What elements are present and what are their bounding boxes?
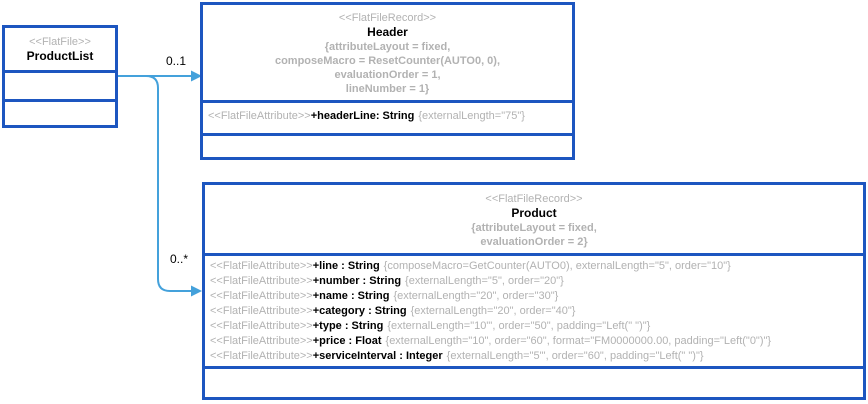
product-title-compartment: <<FlatFileRecord>> Product {attributeLay… [205, 185, 863, 253]
header-name: Header [367, 25, 408, 39]
productlist-attributes-compartment [5, 70, 115, 99]
productlist-stereotype: <<FlatFile>> [29, 36, 91, 48]
arrowhead-product-icon [191, 285, 202, 297]
attribute-row: <<FlatFileAttribute>>+serviceInterval : … [205, 349, 863, 364]
attribute-signature: +price : Float [312, 335, 382, 347]
productlist-name: ProductList [26, 49, 94, 63]
header-property-line: composeMacro = ResetCounter(AUTO0, 0), [274, 55, 501, 67]
attribute-row: <<FlatFileAttribute>>+name : String{exte… [205, 289, 863, 304]
attribute-signature: +type : String [312, 320, 384, 332]
attribute-row: <<FlatFileAttribute>>+line : String{comp… [205, 259, 863, 274]
productlist-operations-compartment [5, 99, 115, 125]
attribute-tagged-values: {externalLength="5", order="20"} [405, 275, 564, 287]
attribute-tagged-values: {composeMacro=GetCounter(AUTO0), externa… [383, 260, 731, 272]
header-attributes-compartment: <<FlatFileAttribute>>+headerLine: String… [203, 100, 572, 133]
header-property-line: evaluationOrder = 1, [334, 69, 441, 81]
product-attributes-compartment: <<FlatFileAttribute>>+line : String{comp… [205, 253, 863, 366]
attribute-stereotype: <<FlatFileAttribute>> [208, 110, 311, 122]
header-property-line: lineNumber = 1} [345, 83, 430, 95]
class-box-product[interactable]: <<FlatFileRecord>> Product {attributeLay… [202, 182, 866, 400]
arrowhead-header-icon [191, 70, 202, 82]
attribute-row: <<FlatFileAttribute>>+headerLine: String… [203, 109, 572, 124]
class-box-header[interactable]: <<FlatFileRecord>> Header {attributeLayo… [200, 2, 575, 160]
attribute-signature: +name : String [312, 290, 390, 302]
attribute-signature: +number : String [312, 275, 402, 287]
attribute-stereotype: <<FlatFileAttribute>> [210, 320, 313, 332]
header-operations-compartment [203, 133, 572, 157]
header-property-line: {attributeLayout = fixed, [324, 41, 451, 53]
attribute-stereotype: <<FlatFileAttribute>> [210, 290, 313, 302]
product-name: Product [511, 206, 557, 220]
header-stereotype: <<FlatFileRecord>> [338, 12, 437, 24]
attribute-tagged-values: {externalLength="75"} [418, 110, 525, 122]
attribute-stereotype: <<FlatFileAttribute>> [210, 335, 313, 347]
multiplicity-label-product: 0..* [170, 252, 189, 266]
attribute-row: <<FlatFileAttribute>>+number : String{ex… [205, 274, 863, 289]
attribute-row: <<FlatFileAttribute>>+category : String{… [205, 304, 863, 319]
attribute-signature: +line : String [312, 260, 380, 272]
product-property-line: {attributeLayout = fixed, [471, 222, 597, 234]
attribute-row: <<FlatFileAttribute>>+price : Float{exte… [205, 334, 863, 349]
header-title-compartment: <<FlatFileRecord>> Header {attributeLayo… [203, 5, 572, 100]
attribute-tagged-values: {externalLength="10", order="60", format… [385, 335, 772, 347]
attribute-tagged-values: {externalLength="20", order="30"} [393, 290, 559, 302]
product-stereotype: <<FlatFileRecord>> [485, 193, 583, 205]
productlist-title-compartment: <<FlatFile>> ProductList [5, 28, 115, 70]
attribute-stereotype: <<FlatFileAttribute>> [210, 260, 313, 272]
product-operations-compartment [205, 366, 863, 397]
product-property-line: evaluationOrder = 2} [480, 236, 588, 248]
multiplicity-label-header: 0..1 [166, 54, 187, 68]
attribute-tagged-values: {externalLength="20", order="40"} [410, 305, 576, 317]
attribute-stereotype: <<FlatFileAttribute>> [210, 305, 313, 317]
attribute-signature: +category : String [312, 305, 407, 317]
attribute-stereotype: <<FlatFileAttribute>> [210, 350, 313, 362]
attribute-signature: +serviceInterval : Integer [312, 350, 443, 362]
attribute-tagged-values: {externalLength="5"', order="60", paddin… [446, 350, 704, 362]
connector-productlist-product[interactable] [145, 75, 192, 292]
attribute-stereotype: <<FlatFileAttribute>> [210, 275, 313, 287]
attribute-row: <<FlatFileAttribute>>+type : String{exte… [205, 319, 863, 334]
attribute-signature: +headerLine: String [310, 110, 415, 122]
attribute-tagged-values: {externalLength="10"', order="50", paddi… [387, 320, 651, 332]
class-box-productlist[interactable]: <<FlatFile>> ProductList [2, 25, 118, 128]
